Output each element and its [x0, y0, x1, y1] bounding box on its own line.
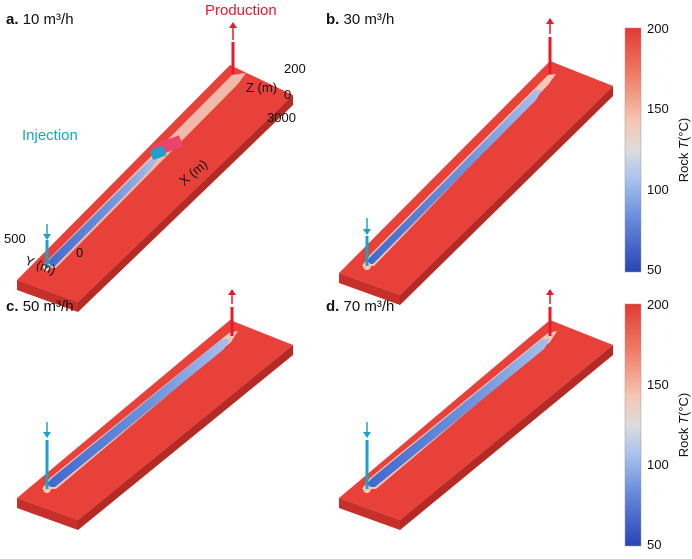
- panel-a: a. 10 m³/h Production Injection Z (m) 20…: [4, 2, 306, 312]
- injection-arrowhead-b: [363, 229, 371, 235]
- injection-label: Injection: [22, 127, 78, 144]
- colorbar-top-strip: [624, 27, 642, 273]
- colorbar-bottom: 200 150 100 50 Rock T(°C): [624, 297, 691, 552]
- production-arrowhead-b: [546, 18, 554, 24]
- cold-plume-a: [44, 158, 158, 266]
- legend-swatch-b: [149, 145, 167, 161]
- cold-plume-c: [44, 339, 230, 487]
- colorbar-top: 200 150 100 50 Rock T(°C): [624, 21, 691, 277]
- cold-plume-d: [364, 339, 550, 487]
- slab-top-d: [339, 320, 613, 520]
- y-max-tick: 500: [4, 231, 26, 246]
- panel-c: c. 50 m³/h: [6, 289, 293, 530]
- panel-d-title: d. 70 m³/h: [326, 298, 394, 315]
- z-axis-label: Z (m): [246, 80, 277, 95]
- slab-side-c: [78, 345, 293, 530]
- colorbar-bottom-tick-200: 200: [647, 297, 669, 312]
- slab-top-a: [17, 65, 293, 302]
- colorbar-top-tick-100: 100: [647, 182, 669, 197]
- cold-plume-b: [364, 90, 542, 264]
- colorbar-bottom-tick-50: 50: [647, 537, 661, 552]
- panel-b-title: b. 30 m³/h: [326, 11, 394, 28]
- y-min-tick: 0: [76, 245, 83, 260]
- colorbar-top-tick-50: 50: [647, 262, 661, 277]
- injection-arrowhead-d: [363, 432, 371, 438]
- slab-top-b: [339, 61, 613, 295]
- colorbar-bottom-strip: [624, 303, 642, 547]
- z-max-tick: 200: [284, 61, 306, 76]
- injection-arrowhead-a: [43, 234, 51, 240]
- panel-a-title: a. 10 m³/h: [6, 11, 74, 28]
- colorbar-top-tick-200: 200: [647, 21, 669, 36]
- production-label: Production: [205, 2, 277, 19]
- panel-c-title: c. 50 m³/h: [6, 298, 74, 315]
- z-min-tick: 0: [284, 87, 291, 102]
- slab-front-a: [17, 280, 78, 312]
- colorbar-top-tick-150: 150: [647, 101, 669, 116]
- slab-front-c: [17, 498, 78, 530]
- panel-d: d. 70 m³/h: [326, 289, 613, 530]
- production-arrowhead-d: [546, 289, 554, 295]
- injection-arrowhead-c: [43, 432, 51, 438]
- slab-side-d: [400, 345, 613, 530]
- production-arrowhead-c: [228, 289, 236, 295]
- colorbar-bottom-tick-100: 100: [647, 457, 669, 472]
- x-max-tick: 3000: [267, 110, 296, 125]
- slab-side-a: [78, 95, 293, 312]
- slab-top-c: [17, 320, 293, 520]
- production-arrowhead-a: [229, 22, 237, 28]
- panel-b: b. 30 m³/h: [326, 11, 613, 305]
- slab-side-b: [400, 86, 613, 305]
- colorbar-top-title: Rock T(°C): [676, 118, 691, 182]
- slab-front-b: [339, 273, 400, 305]
- colorbar-bottom-title: Rock T(°C): [676, 393, 691, 457]
- slab-front-d: [339, 498, 400, 530]
- slab-a: [17, 65, 293, 312]
- colorbar-bottom-tick-150: 150: [647, 377, 669, 392]
